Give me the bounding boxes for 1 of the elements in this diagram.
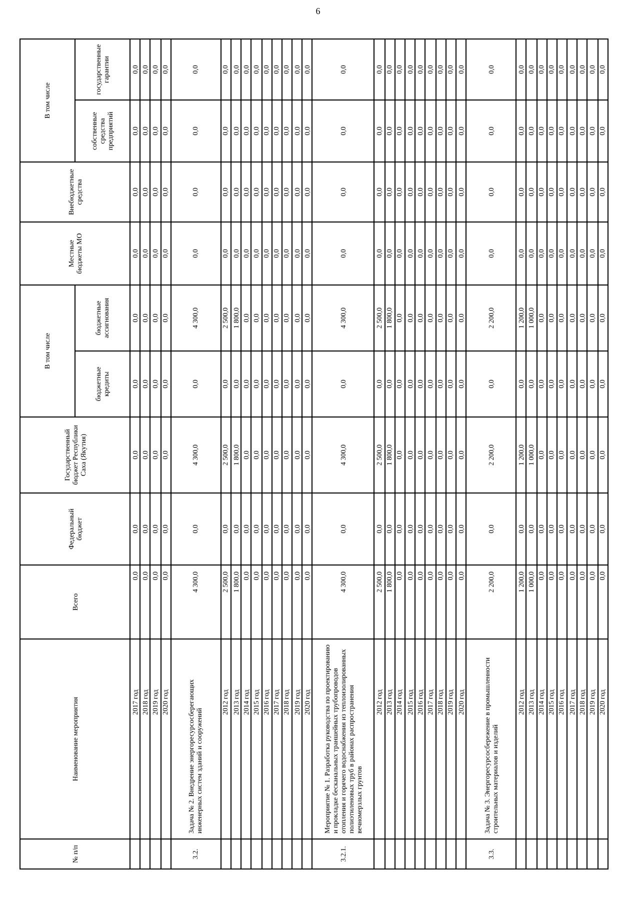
page-number: 6 [314, 6, 322, 16]
